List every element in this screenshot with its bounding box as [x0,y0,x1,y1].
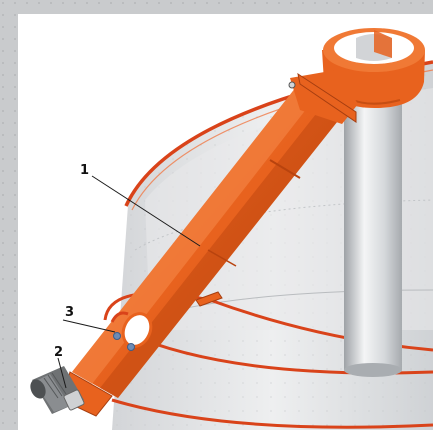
motor-coupling [63,389,85,411]
clamp-knob [113,332,121,340]
leader-line-2 [57,357,67,389]
clamp-knob [127,343,135,351]
central-pipe [344,70,402,377]
auger [61,70,358,417]
support-strut [195,291,223,307]
bracket-bolt [288,81,296,89]
drive-motor [30,366,85,414]
hanger-bracket [297,72,357,123]
motor-fan-cover [30,379,46,399]
callout-label-3: 3 [65,305,74,320]
tube-seam [207,249,237,267]
leader-line-1 [91,175,201,247]
silo-bottom-rim [111,398,433,429]
callout-leaders [57,175,201,389]
tube-seam [269,159,301,179]
callout-label-2: 2 [54,345,63,360]
leader-line-3 [62,319,116,333]
callout-label-1: 1 [80,163,89,178]
pipe-base [344,363,402,377]
clamp-handle [110,311,129,323]
